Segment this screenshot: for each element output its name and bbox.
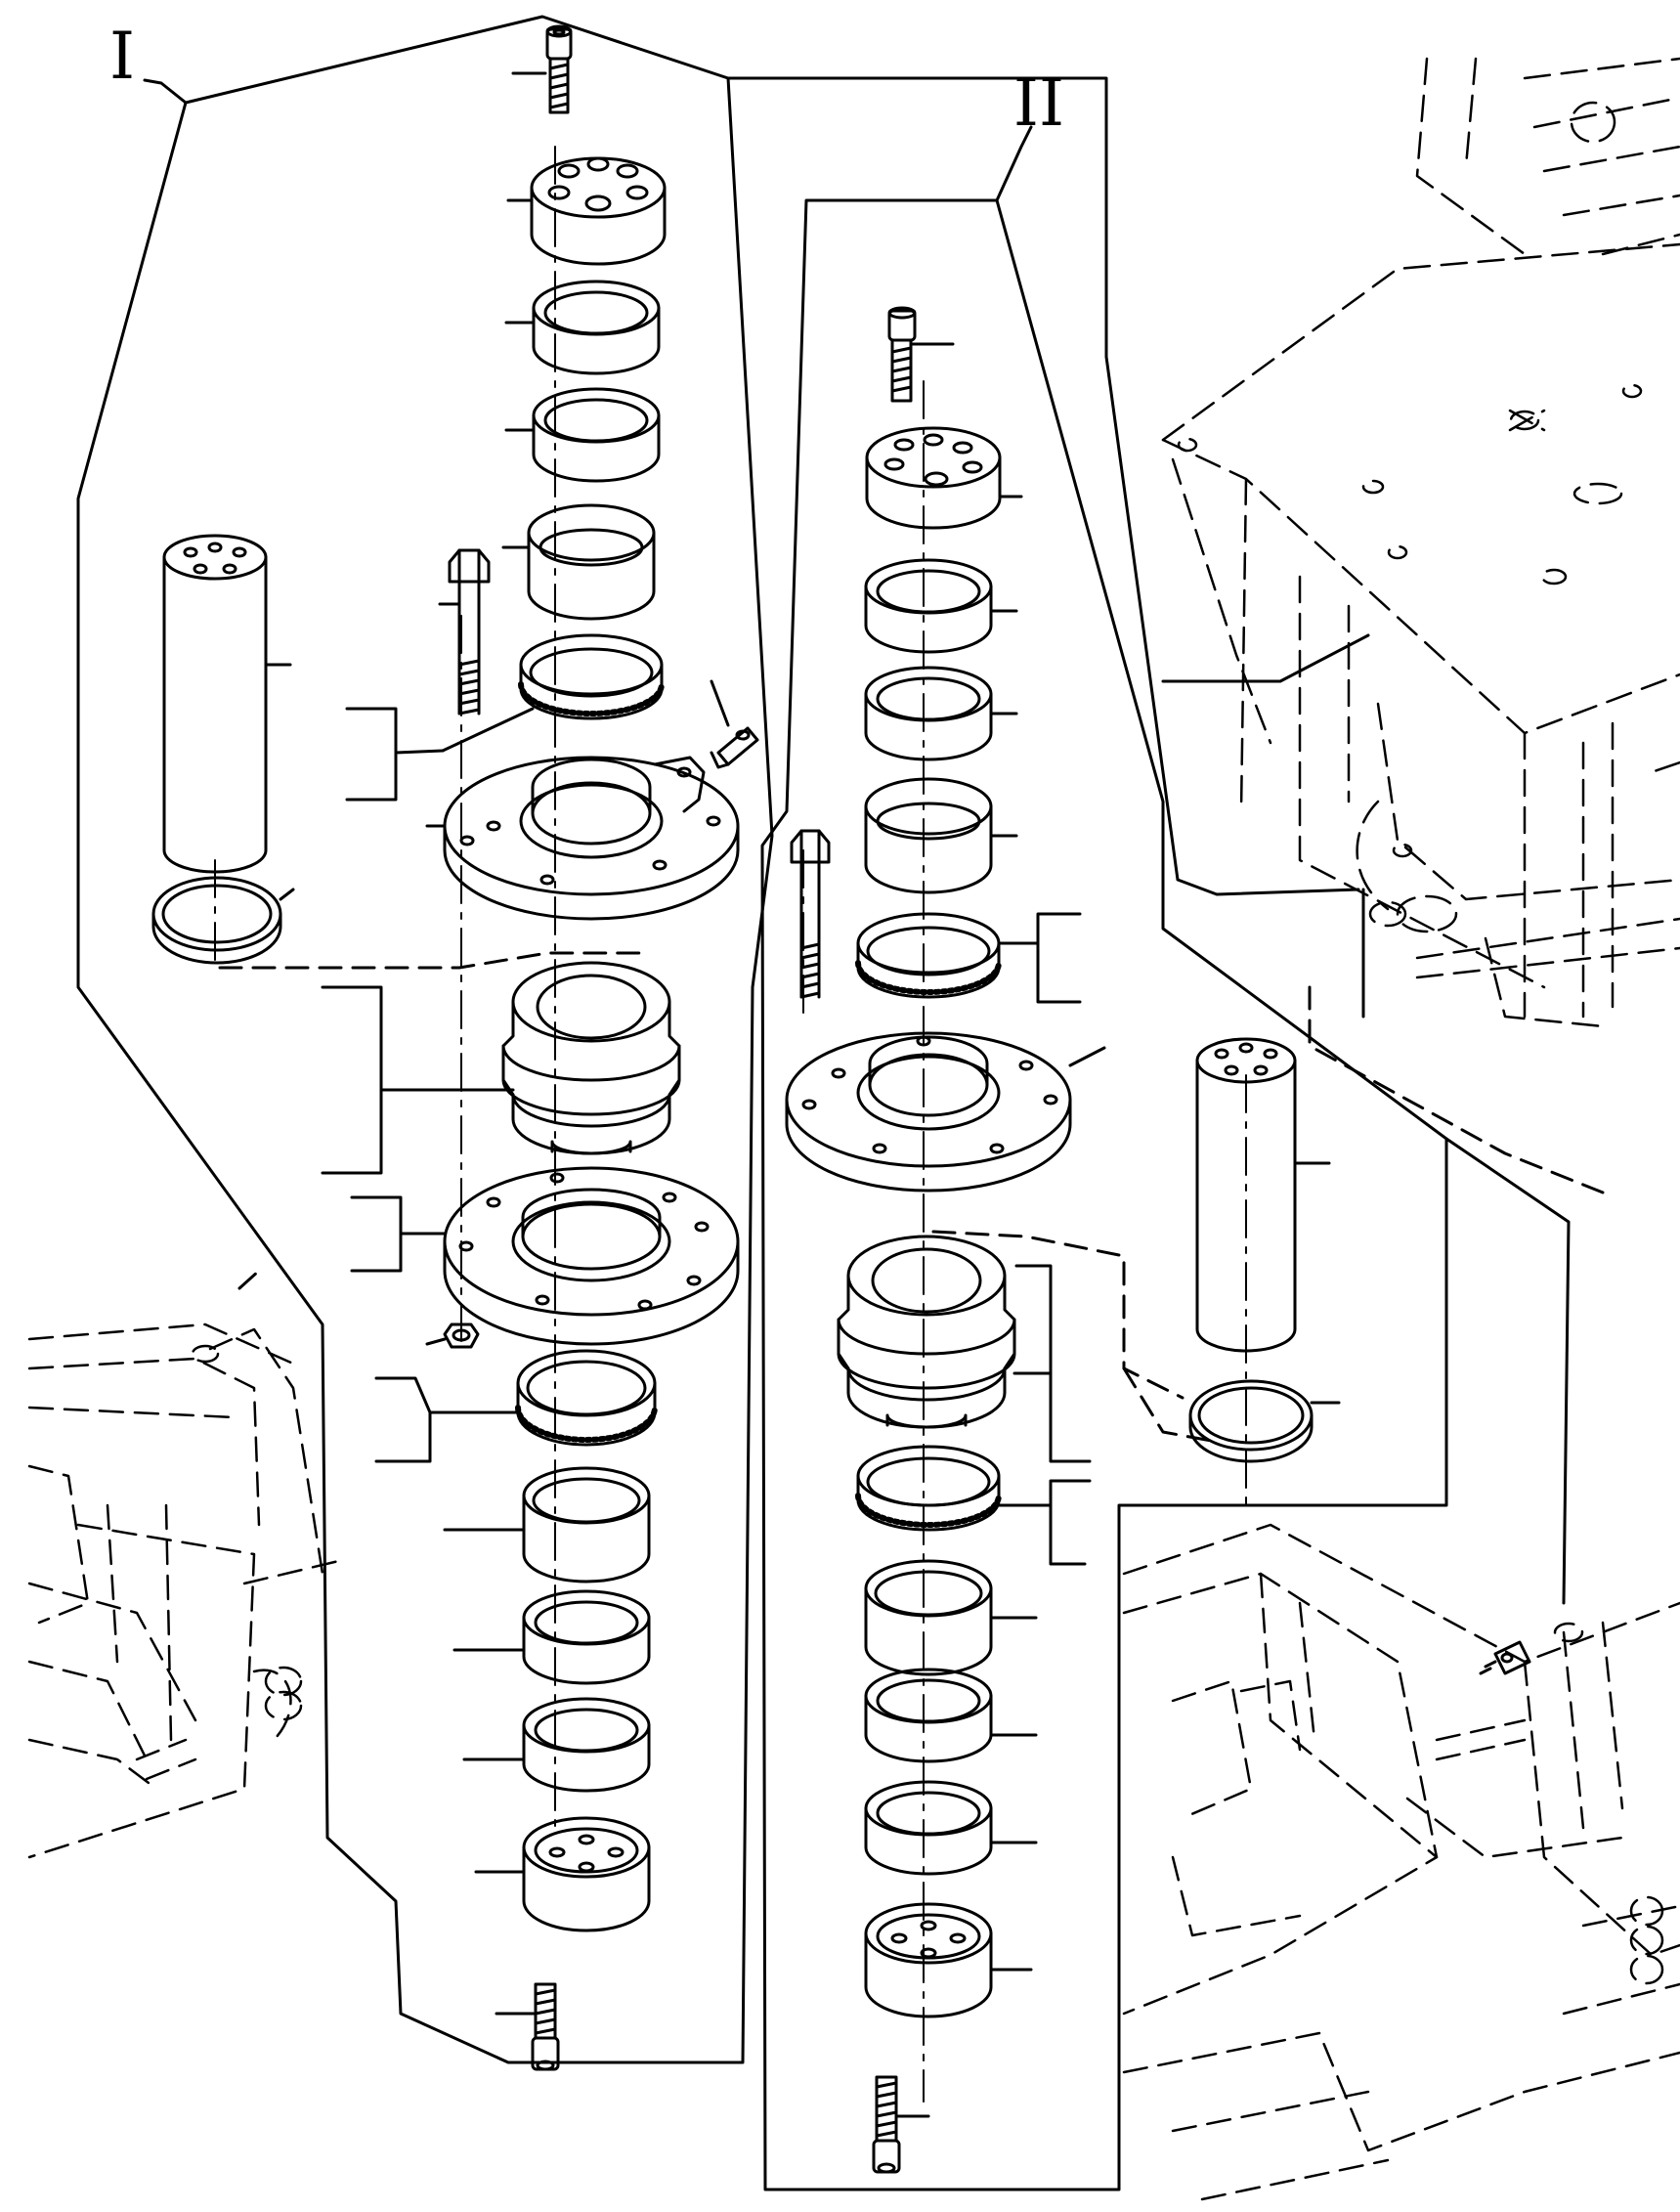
- group-label-2: II: [1013, 65, 1064, 141]
- flange-upper-g2: [785, 1031, 1072, 1193]
- ring-1-g1: [532, 280, 661, 375]
- connector-line-right: [1444, 1137, 1571, 1605]
- machine-frame-top-right: [1161, 57, 1680, 1028]
- connector-line-top: [726, 76, 1360, 896]
- bracket-3-g2: [997, 1479, 1092, 1566]
- bracket-2-g2: [1012, 1264, 1092, 1463]
- connector-dashed-left: [237, 1269, 261, 1290]
- ring-2-g2: [864, 666, 993, 761]
- connector-dashed: [1308, 985, 1605, 1194]
- pin-large-g2: [1195, 1037, 1297, 1353]
- axis-group-1: [460, 146, 556, 1829]
- group-outline-2: [760, 198, 1448, 2191]
- group-label-1: I: [109, 19, 135, 94]
- bearing-housing-g2: [837, 1235, 1016, 1429]
- ring-1-g2: [864, 558, 993, 654]
- ring-3-g1: [522, 1589, 651, 1685]
- ring-pin-g1: [151, 876, 282, 965]
- leader-ring-pin-g1: [279, 888, 295, 901]
- bushing-2-g2: [864, 1559, 993, 1676]
- bolt-long-g1: [448, 548, 491, 716]
- ring-pin-g2: [1188, 1379, 1314, 1463]
- bushing-1-g2: [864, 777, 993, 894]
- cap-top-g2: [865, 426, 1002, 530]
- bracket-1-g1: [345, 707, 445, 802]
- leader-flange-g2: [1068, 1046, 1106, 1067]
- cap-top-g1: [530, 156, 667, 266]
- dashed-link-g1: [218, 951, 647, 970]
- bushing-1-g1: [527, 503, 656, 621]
- leader-group-2: [995, 125, 1033, 202]
- seal-ring-2-g2: [855, 1445, 1002, 1532]
- nut-g1: [443, 1323, 480, 1349]
- group-outline-1: [76, 15, 774, 2064]
- screw-top-g1: [545, 24, 573, 114]
- grease-nipple-g1: [710, 726, 759, 769]
- bracket-2-g1: [321, 985, 515, 1175]
- screw-bottom-g2: [872, 2075, 901, 2174]
- bracket-1-g2: [997, 912, 1082, 1004]
- flange-upper-g1: [443, 756, 740, 921]
- machine-frame-bottom-left: [27, 1323, 349, 1859]
- ring-4-g2: [864, 1780, 993, 1876]
- cap-bottom-g1: [522, 1816, 651, 1932]
- seal-ring-1-g2: [855, 912, 1002, 999]
- machine-frame-bottom-right: [1122, 1523, 1680, 2201]
- bearing-housing-g1: [501, 961, 681, 1155]
- grease-nipple-frame: [1479, 1640, 1531, 1675]
- leader-nut-g1: [425, 1337, 447, 1346]
- bracket-4-g1: [374, 1376, 520, 1463]
- screw-bottom-g1: [531, 1982, 560, 2071]
- pin-large-g1: [162, 534, 268, 874]
- seal-ring-2-g1: [515, 1349, 658, 1447]
- screw-top-g2: [887, 306, 917, 403]
- seal-ring-1-g1: [518, 633, 665, 720]
- dashed-link-g2b: [1122, 1366, 1219, 1444]
- connector-line-frame: [1161, 633, 1370, 683]
- bushing-2-g1: [522, 1466, 651, 1583]
- leader-nipple-g1: [710, 679, 730, 727]
- ring-2-g1: [532, 387, 661, 483]
- bracket-3-g1: [350, 1195, 447, 1273]
- dashed-link-g2: [931, 1230, 1185, 1400]
- flange-lower-g1: [443, 1166, 740, 1346]
- ring-4-g1: [522, 1697, 651, 1793]
- cap-bottom-g2: [864, 1902, 993, 2018]
- bolt-long-g2: [790, 829, 831, 999]
- leader-group-1: [143, 78, 188, 105]
- ring-3-g2: [864, 1668, 993, 1763]
- leader-seal-ring-1-g1: [441, 707, 535, 753]
